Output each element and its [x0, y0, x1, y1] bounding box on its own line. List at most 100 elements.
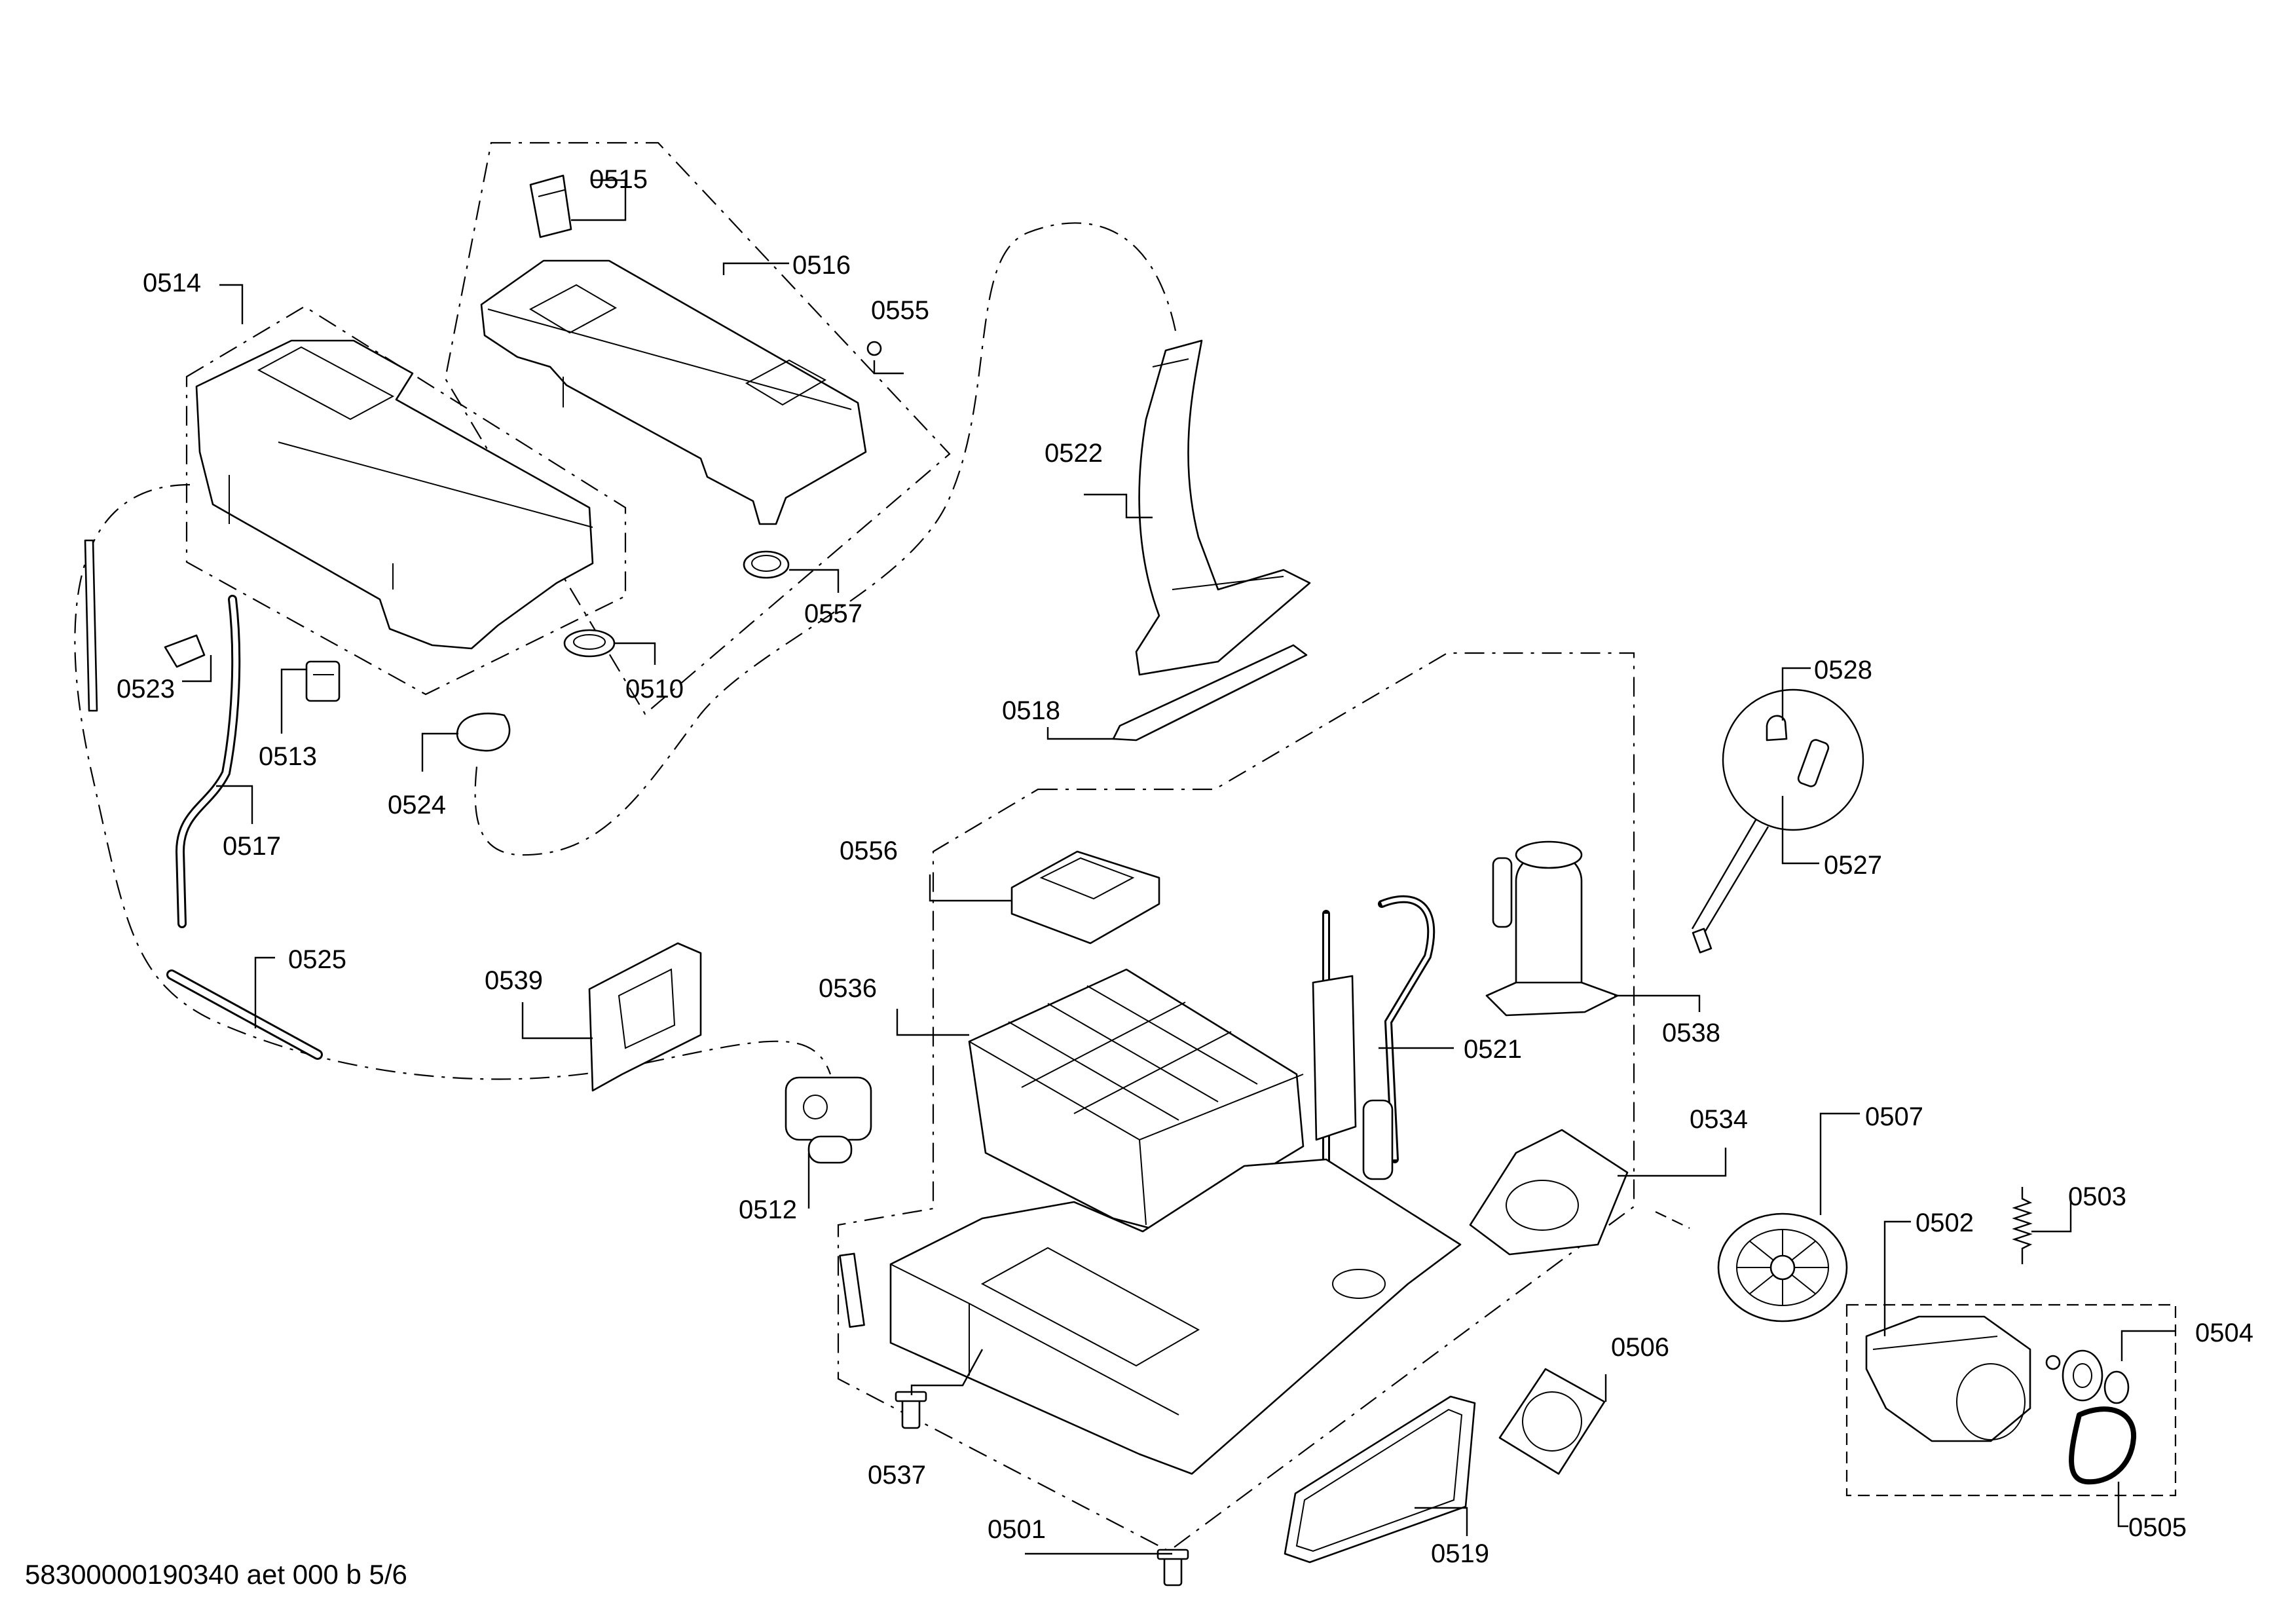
leader-0504 [2120, 1330, 2176, 1361]
leader-0524 [421, 732, 458, 772]
callout-0517: 0517 [223, 832, 281, 861]
part-0534-bracket [1469, 1129, 1629, 1256]
callout-0504: 0504 [2195, 1319, 2253, 1347]
part-0528-cap [1766, 715, 1788, 741]
leader-0514 [219, 284, 244, 324]
part-0514-water-container [195, 339, 594, 650]
part-sensor-plug [1692, 928, 1713, 954]
callout-0525: 0525 [288, 945, 346, 974]
detail-leader-a [1691, 818, 1758, 929]
callout-0515: 0515 [589, 165, 648, 194]
callout-0507: 0507 [1865, 1102, 1923, 1131]
callout-0503: 0503 [2068, 1182, 2126, 1211]
document-id: 58300000190340 aet 000 b 5/6 [25, 1559, 407, 1590]
callout-0524: 0524 [388, 791, 446, 819]
leader-0528 [1781, 667, 1811, 721]
callout-labels: 0514 0515 0516 0555 0557 0510 0522 0518 … [117, 165, 2253, 1568]
leader-0539 [521, 1002, 593, 1040]
leader-0536 [896, 1009, 969, 1036]
leader-0537 [910, 1349, 984, 1395]
callout-0556: 0556 [840, 836, 898, 865]
leader-lines [182, 179, 2176, 1555]
leader-0557 [789, 569, 840, 593]
callout-0510: 0510 [625, 675, 684, 704]
leader-0515 [571, 179, 627, 221]
base-to-fan-link [1655, 1211, 1690, 1229]
callout-0521: 0521 [1464, 1035, 1522, 1064]
hose-routes [74, 222, 1177, 1080]
part-0516-lid [480, 259, 882, 525]
callout-0528: 0528 [1814, 656, 1872, 685]
callout-0513: 0513 [259, 742, 317, 771]
part-0506-fan-grille [1498, 1368, 1606, 1475]
leader-0527 [1781, 796, 1819, 865]
boundary-motor-assembly [1845, 1304, 2177, 1497]
part-drain-tube [84, 539, 98, 712]
route-duct-hose [474, 222, 1177, 856]
leader-0503 [2031, 1195, 2072, 1233]
part-0523-clip [164, 634, 206, 668]
leader-0518 [1046, 727, 1115, 740]
part-0515-filter-insert [529, 174, 572, 238]
part-0512-pump [785, 1076, 872, 1164]
route-drain-hose [74, 483, 832, 1080]
callout-0555: 0555 [871, 296, 929, 325]
part-0537-screw [895, 1391, 927, 1429]
part-0555-plug [866, 341, 882, 356]
part-0537-base-frame [839, 1158, 1462, 1475]
group-boundaries [185, 141, 2177, 1552]
part-0507-fan-wheel [1717, 1212, 1848, 1323]
part-0556-control-module [1010, 850, 1160, 945]
leader-0507 [1819, 1112, 1860, 1215]
callout-0523: 0523 [117, 675, 175, 704]
leader-0525 [254, 956, 275, 1028]
callout-0539: 0539 [485, 966, 543, 995]
part-0539-cover [588, 942, 702, 1092]
part-0519-gasket [1284, 1395, 1476, 1564]
leader-0516 [722, 262, 789, 275]
leader-0513 [280, 668, 306, 734]
callout-0537: 0537 [868, 1461, 926, 1490]
part-0505-belt [2069, 1406, 2137, 1485]
callout-0522: 0522 [1045, 439, 1103, 468]
leader-0556 [929, 874, 1012, 902]
leader-0502 [1883, 1220, 1911, 1336]
detail-leader-b [1703, 826, 1769, 934]
part-0501-screw [1157, 1548, 1189, 1586]
part-0513-valve [305, 660, 341, 702]
callout-0527: 0527 [1824, 851, 1882, 880]
detail-circle-sensor [1722, 688, 1864, 831]
leader-0510 [614, 642, 656, 665]
callout-0505: 0505 [2128, 1513, 2187, 1542]
boundary-base-assembly [837, 652, 1635, 1552]
leader-0534 [1618, 1148, 1727, 1177]
callout-0506: 0506 [1611, 1333, 1669, 1362]
parts [84, 174, 2137, 1586]
callout-0557: 0557 [804, 599, 862, 628]
leader-0517 [216, 785, 253, 824]
part-0504-pulley [2045, 1349, 2130, 1404]
leader-0555 [873, 360, 904, 375]
callout-0538: 0538 [1662, 1019, 1720, 1047]
callout-0519: 0519 [1431, 1539, 1489, 1568]
callout-0514: 0514 [143, 269, 201, 297]
part-0518-gasket [1112, 644, 1308, 741]
callout-0512: 0512 [739, 1195, 797, 1224]
leader-0538 [1614, 994, 1701, 1012]
part-0522-duct [1135, 339, 1311, 676]
part-0527-sensor [1797, 739, 1830, 787]
callout-0502: 0502 [1916, 1209, 1974, 1237]
leader-0522 [1084, 493, 1153, 519]
callout-0518: 0518 [1002, 696, 1060, 725]
part-0502-motor [1865, 1315, 2031, 1442]
callout-0501: 0501 [988, 1515, 1046, 1544]
callout-0516: 0516 [792, 251, 851, 280]
part-0524-cover [456, 712, 511, 752]
part-0503-spring [2012, 1187, 2033, 1264]
part-0538-compressor [1485, 840, 1619, 1017]
callout-0536: 0536 [819, 974, 877, 1003]
leader-0523 [182, 655, 212, 683]
boundary-water-container [185, 305, 627, 696]
leader-0505 [2117, 1482, 2128, 1528]
